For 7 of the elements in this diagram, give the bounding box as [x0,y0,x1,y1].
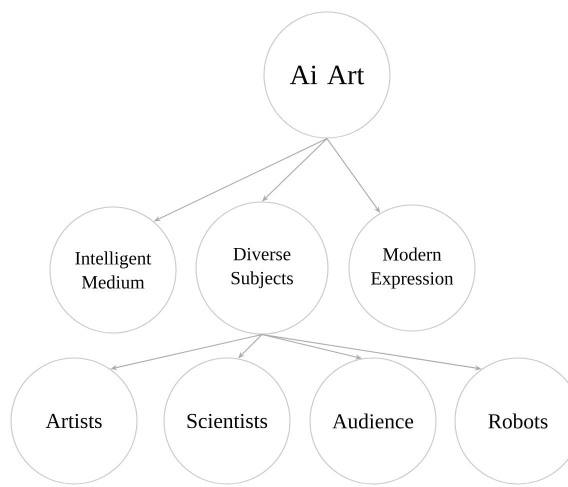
circle-node: Diverse Subjects [195,201,329,335]
circle-node: Scientists [163,357,291,485]
circle-node: Modern Expression [348,204,476,332]
circle-node: Audience [309,357,437,485]
circle-node: Intelligent Medium [49,206,177,334]
circle-node: Artists [10,357,138,485]
circle-node: Ai Art [263,11,391,139]
